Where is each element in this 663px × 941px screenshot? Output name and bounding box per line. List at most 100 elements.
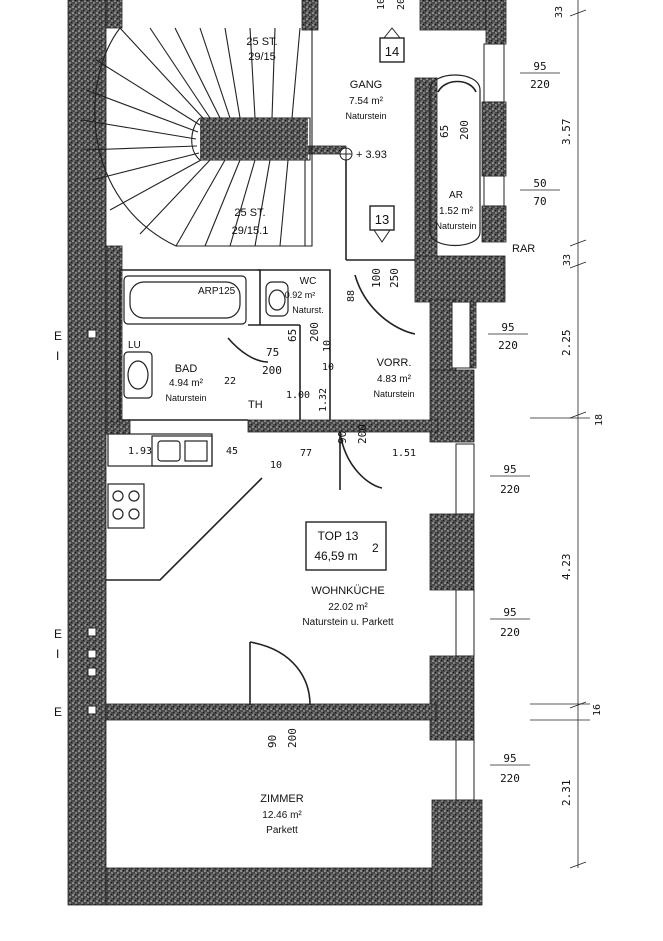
vorr-floor: Naturstein xyxy=(373,389,414,399)
room-bad: BAD 4.94 m² Naturstein xyxy=(165,363,206,403)
wohnkuche-name: WOHNKÜCHE xyxy=(311,585,384,597)
wc-name: WC xyxy=(300,276,317,287)
entry-door-w: 100 xyxy=(370,268,383,288)
bad-area: 4.94 m² xyxy=(169,378,204,389)
wc-door-w: 65 xyxy=(286,329,299,342)
inner-dim-k4: 77 xyxy=(300,448,312,459)
inner-dim-k2: 45 xyxy=(226,446,238,457)
fixtures xyxy=(107,275,289,529)
window-4-h: 220 xyxy=(500,483,520,496)
arp-label: ARP125 xyxy=(198,286,236,297)
inner-dim-b2: 10 xyxy=(322,362,334,373)
window-1-w: 95 xyxy=(533,60,546,73)
room-wohnkuche: WOHNKÜCHE 22.02 m² Naturstein u. Parkett xyxy=(302,585,393,628)
side-dim-5: 18 xyxy=(594,414,605,426)
bad-door-h: 200 xyxy=(262,364,282,377)
wohnkuche-area: 22.02 m² xyxy=(328,602,368,613)
upper-steps: 25 ST. xyxy=(246,36,277,48)
side-dim-7: 16 xyxy=(592,704,603,716)
th-label: TH xyxy=(248,399,263,411)
window-6-w: 95 xyxy=(503,752,516,765)
lower-ratio: 29/15.1 xyxy=(232,225,269,237)
ar-area: 1.52 m² xyxy=(439,206,474,217)
side-dimensions: 33 3.57 33 2.25 18 4.23 16 2.31 xyxy=(554,6,605,806)
ar-outline xyxy=(429,74,481,247)
room-vorr: VORR. 4.83 m² Naturstein xyxy=(373,357,414,399)
inner-dim-k5: 1.51 xyxy=(392,448,416,459)
gang-name: GANG xyxy=(350,79,382,91)
window-3-h: 220 xyxy=(498,339,518,352)
tag-13-number: 13 xyxy=(375,212,389,227)
apartment-tag-13: 13 xyxy=(369,205,395,243)
window-6-h: 220 xyxy=(500,772,520,785)
bad-name: BAD xyxy=(175,363,198,375)
e-label-1b: I xyxy=(56,349,59,363)
tag-14-dim-b: 20 xyxy=(396,0,407,10)
partition-lines xyxy=(106,80,477,706)
bad-door-w: 75 xyxy=(266,346,279,359)
lower-steps: 25 ST. xyxy=(234,207,265,219)
dimension-chain xyxy=(530,0,590,869)
lu-label: LU xyxy=(128,340,141,351)
vorr-door-w: 90 xyxy=(336,431,349,444)
window-3-w: 95 xyxy=(501,321,514,334)
inner-dim-b5: 10 xyxy=(322,340,333,352)
room-zimmer: ZIMMER 12.46 m² Parkett xyxy=(260,793,303,836)
window-2-h: 70 xyxy=(533,195,546,208)
window-5-h: 220 xyxy=(500,626,520,639)
window-4-w: 95 xyxy=(503,463,516,476)
zimmer-door-h: 200 xyxy=(286,728,299,748)
unit-area: 46,59 m xyxy=(314,549,357,563)
inner-dim-k3: 10 xyxy=(270,460,282,471)
upper-ratio: 29/15 xyxy=(248,51,276,63)
gang-area: 7.54 m² xyxy=(349,96,384,107)
room-wc: WC 0.92 m² Naturst. xyxy=(285,276,324,315)
gang-door-h: 200 xyxy=(458,120,471,140)
vorr-door-h: 200 xyxy=(356,424,369,444)
inner-dim-b4: 1.32 xyxy=(318,388,329,412)
inner-dimensions: 1.93 45 10 77 1.51 22 10 1.00 1.32 10 88 xyxy=(128,290,416,471)
vorr-name: VORR. xyxy=(377,357,412,369)
stair-core xyxy=(200,118,308,160)
unit-box: TOP 13 46,59 m 2 xyxy=(305,521,387,571)
room-ar: AR 1.52 m² Naturstein xyxy=(435,190,476,231)
window-2-w: 50 xyxy=(533,177,546,190)
staircase xyxy=(81,27,313,247)
inner-dim-b1: 22 xyxy=(224,376,236,387)
entry-door-h: 250 xyxy=(388,268,401,288)
gang-floor: Naturstein xyxy=(345,111,386,121)
inner-dim-b3: 1.00 xyxy=(286,390,310,401)
side-dim-8: 2.31 xyxy=(560,780,573,807)
window-5-w: 95 xyxy=(503,606,516,619)
unit-area-sup: 2 xyxy=(372,541,379,555)
rar-label: RAR xyxy=(512,243,535,255)
inner-dim-b6: 88 xyxy=(346,290,357,302)
level-marker: + 3.93 xyxy=(339,147,387,161)
tag-14-number: 14 xyxy=(385,44,399,59)
zimmer-door-w: 90 xyxy=(266,735,279,748)
stair-labels: 25 ST. 29/15 25 ST. 29/15.1 xyxy=(232,36,278,237)
side-dim-1: 33 xyxy=(554,6,565,18)
tag-14-dim-a: 10 xyxy=(376,0,387,10)
level-value: + 3.93 xyxy=(356,149,387,161)
ar-floor: Naturstein xyxy=(435,221,476,231)
zimmer-name: ZIMMER xyxy=(260,793,303,805)
side-dim-2: 3.57 xyxy=(560,119,573,146)
room-gang: GANG 7.54 m² Naturstein xyxy=(345,79,386,121)
inner-dim-k1: 1.93 xyxy=(128,446,152,457)
window-sizes: 95 220 50 70 95 220 95 220 95 220 95 220 xyxy=(488,60,560,785)
zimmer-area: 12.46 m² xyxy=(262,810,302,821)
gang-door-w: 65 xyxy=(438,125,451,138)
side-dim-3: 33 xyxy=(562,254,573,266)
side-dim-4: 2.25 xyxy=(560,330,573,357)
wc-area: 0.92 m² xyxy=(285,290,316,300)
e-label-1: E xyxy=(54,329,62,343)
misc-labels: RAR ARP125 LU TH E I E I E xyxy=(54,243,535,719)
wc-floor: Naturst. xyxy=(292,305,324,315)
washbasin-icon xyxy=(123,351,153,399)
toilet-icon xyxy=(265,281,289,317)
ar-name: AR xyxy=(449,190,463,201)
vorr-area: 4.83 m² xyxy=(377,374,412,385)
window-markers xyxy=(451,43,505,801)
